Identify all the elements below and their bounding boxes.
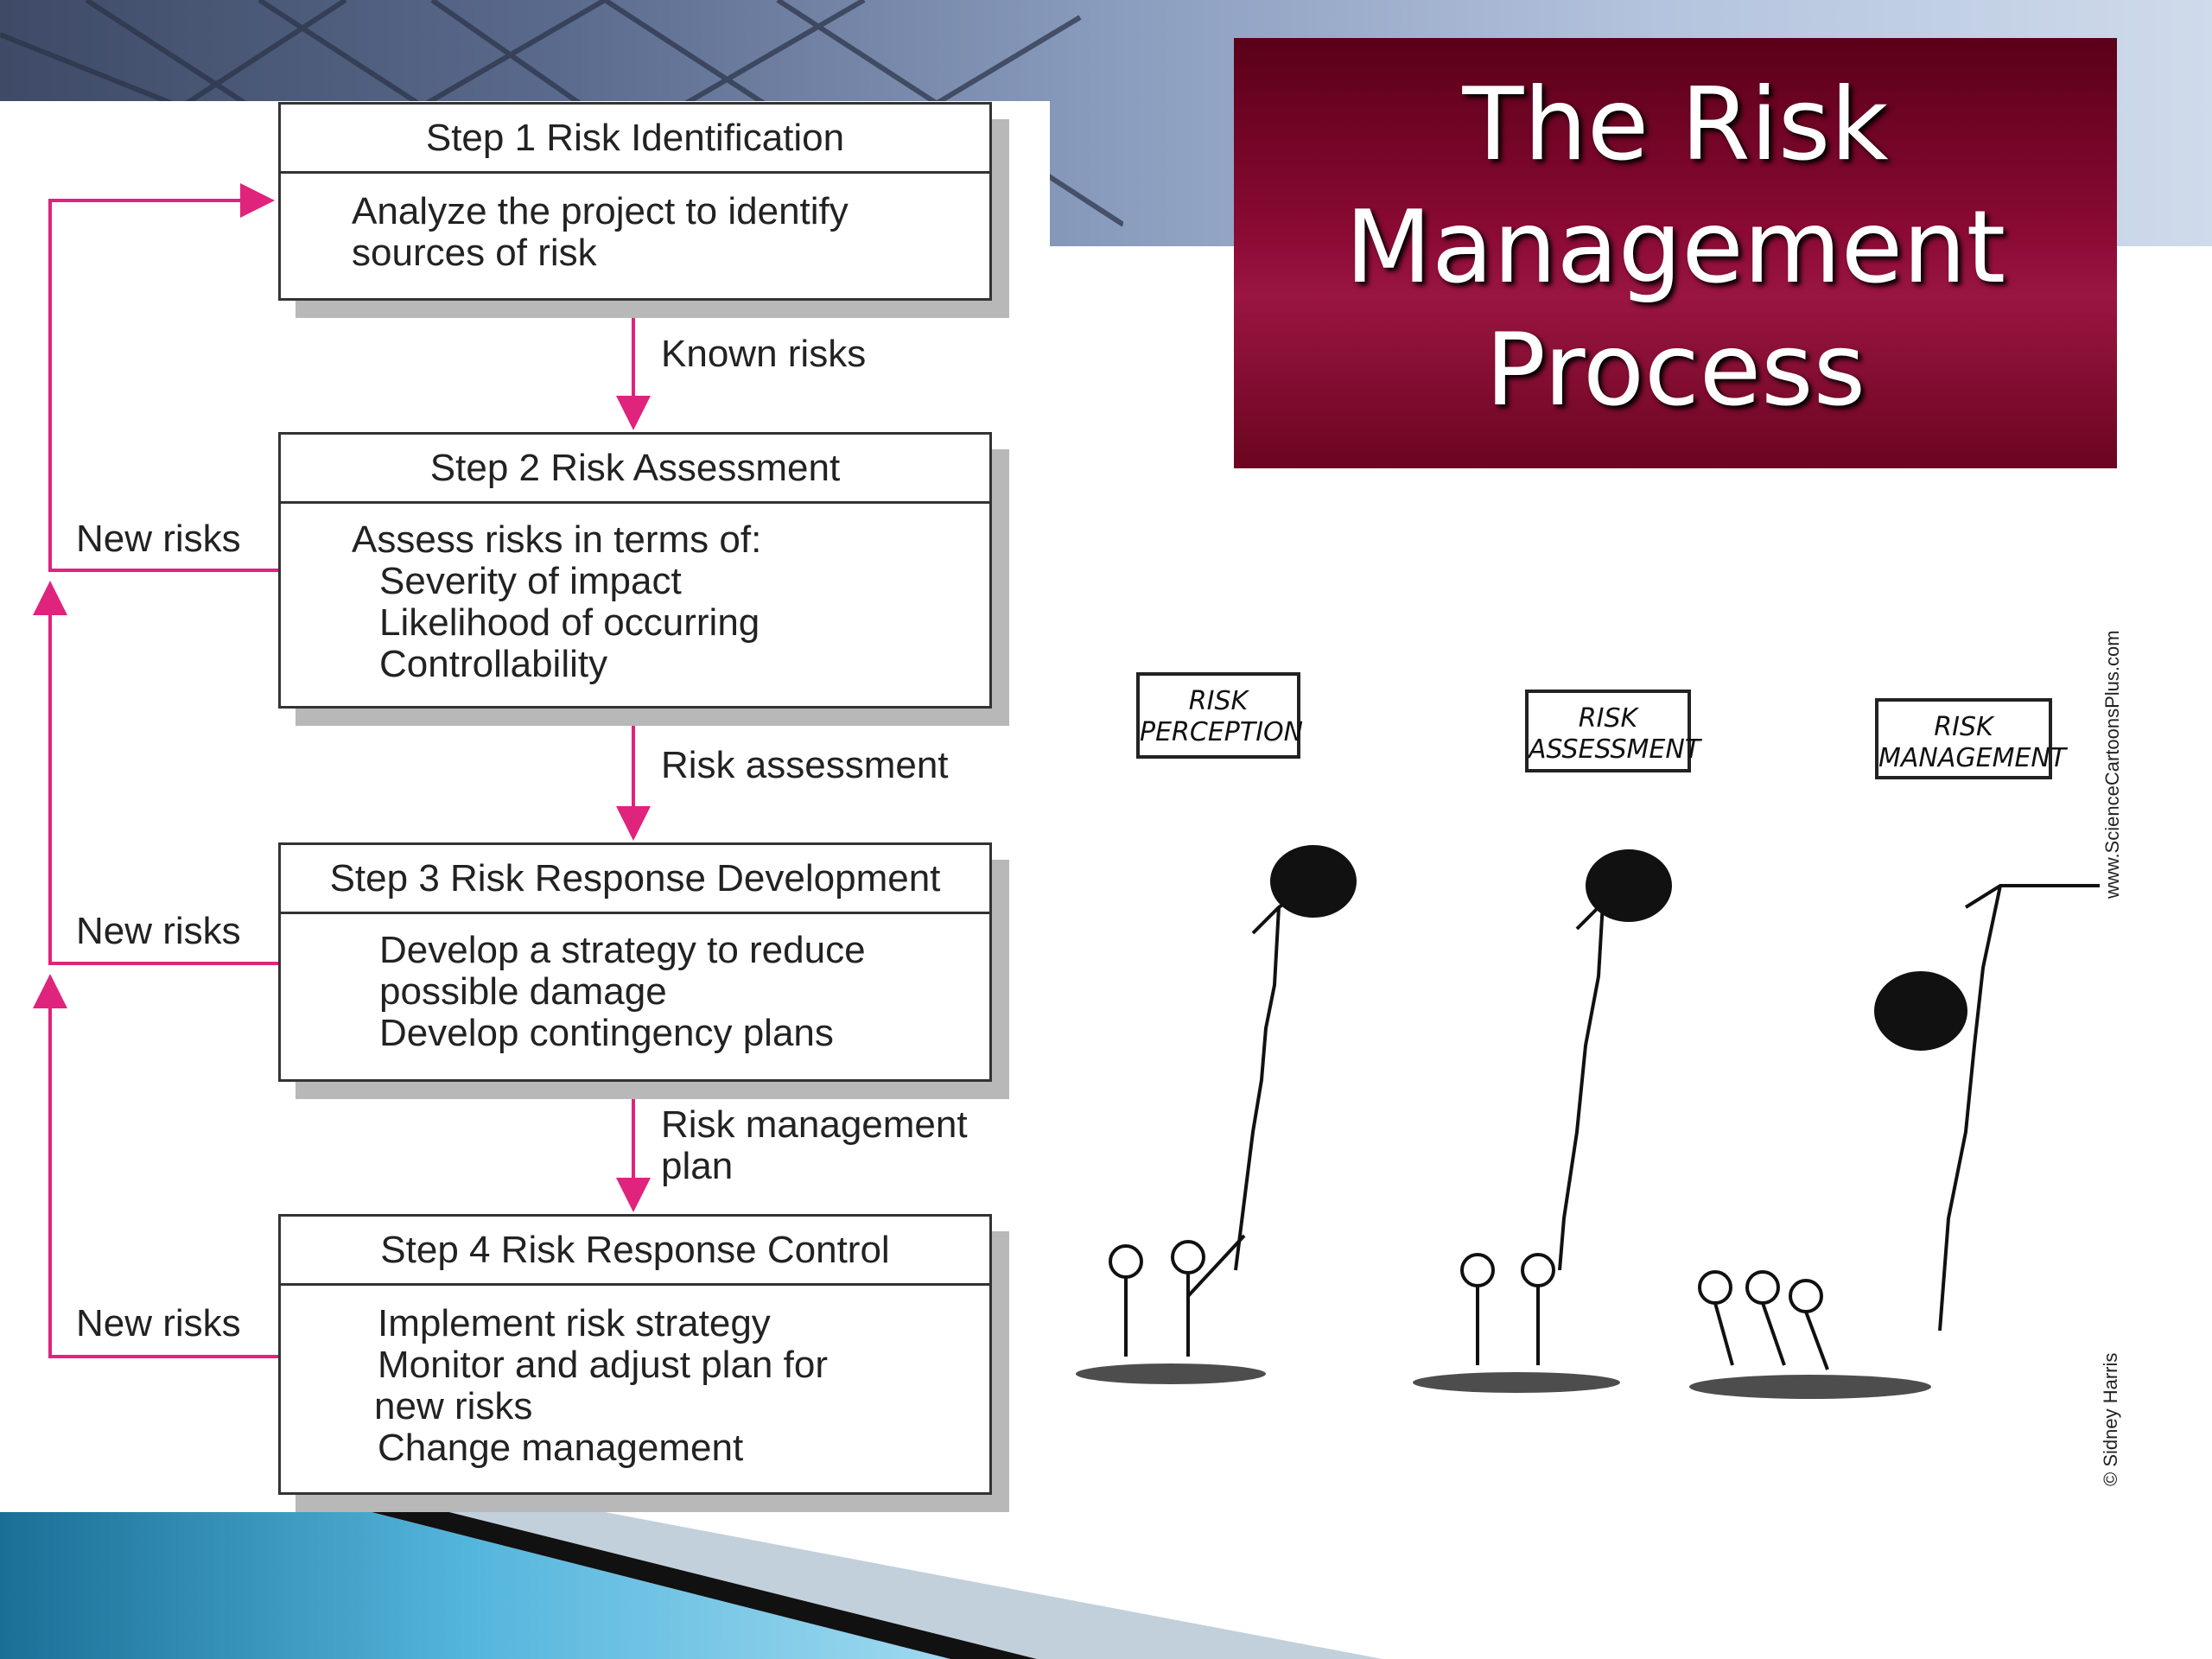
- label-new-risks: New risks: [76, 1302, 241, 1344]
- step-4-line: Implement risk strategy: [378, 1302, 771, 1344]
- step-1-box: Step 1 Risk Identification Analyze the p…: [278, 102, 992, 301]
- label-new-risks: New risks: [76, 518, 241, 560]
- page-title: The Risk Management Process: [1344, 67, 2006, 429]
- step-4-box: Step 4 Risk Response Control Implement r…: [278, 1214, 992, 1495]
- step-1-heading: Step 1 Risk Identification: [281, 105, 989, 174]
- label-new-risks: New risks: [76, 910, 241, 952]
- cartoon-credit-url: www.ScienceCartoonsPlus.com: [2101, 630, 2123, 899]
- step-4-body: Implement risk strategy Monitor and adju…: [281, 1286, 989, 1469]
- risk-cartoon: RISK PERCEPTION RISK ASSESSMENT RISK MAN…: [1067, 596, 2160, 1521]
- step-3-line: Develop contingency plans: [379, 1012, 834, 1054]
- cartoon-credit-artist: © Sidney Harris: [2100, 1352, 2121, 1486]
- step-4-line: new risks: [374, 1385, 533, 1427]
- feedback-arrow-step2: [48, 183, 278, 572]
- step-3-line: Develop a strategy to reduce: [379, 929, 866, 971]
- step-3-heading: Step 3 Risk Response Development: [281, 845, 989, 914]
- step-4-line: Monitor and adjust plan for: [378, 1344, 828, 1386]
- step-1-body: Analyze the project to identify sources …: [281, 174, 989, 274]
- sign-risk-perception: RISK PERCEPTION: [1136, 672, 1303, 759]
- bottom-swoosh: [0, 1512, 1382, 1659]
- step-2-line: Controllability: [379, 643, 608, 685]
- label-risk-assessment: Risk assessment: [661, 744, 949, 786]
- label-risk-management-plan: plan: [661, 1145, 734, 1187]
- cartoon-drawing: [1076, 845, 2100, 1399]
- feedback-arrow-step4: [33, 974, 278, 1358]
- step-3-line: possible damage: [379, 970, 667, 1013]
- step-4-heading: Step 4 Risk Response Control: [281, 1217, 989, 1286]
- sign-risk-assessment: RISK ASSESSMENT: [1525, 690, 1700, 772]
- step-1-line: sources of risk: [352, 232, 597, 274]
- label-known-risks: Known risks: [661, 333, 867, 375]
- step-2-line: Likelihood of occurring: [379, 601, 760, 644]
- step-2-heading: Step 2 Risk Assessment: [281, 435, 989, 504]
- step-2-box: Step 2 Risk Assessment Assess risks in t…: [278, 432, 992, 709]
- step-2-line: Severity of impact: [379, 560, 682, 602]
- label-risk-management-plan: Risk management: [661, 1103, 968, 1146]
- step-2-body: Assess risks in terms of: Severity of im…: [281, 504, 989, 685]
- step-3-body: Develop a strategy to reduce possible da…: [281, 914, 989, 1054]
- step-3-box: Step 3 Risk Response Development Develop…: [278, 842, 992, 1082]
- feedback-arrow-step3: [33, 581, 278, 965]
- flow-connectors: [33, 183, 651, 1358]
- sign-risk-management: RISK MANAGEMENT: [1875, 698, 2066, 779]
- step-4-line: Change management: [378, 1427, 744, 1469]
- step-2-line: Assess risks in terms of:: [352, 518, 762, 561]
- title-box: The Risk Management Process: [1234, 38, 2117, 468]
- step-1-line: Analyze the project to identify: [352, 190, 849, 232]
